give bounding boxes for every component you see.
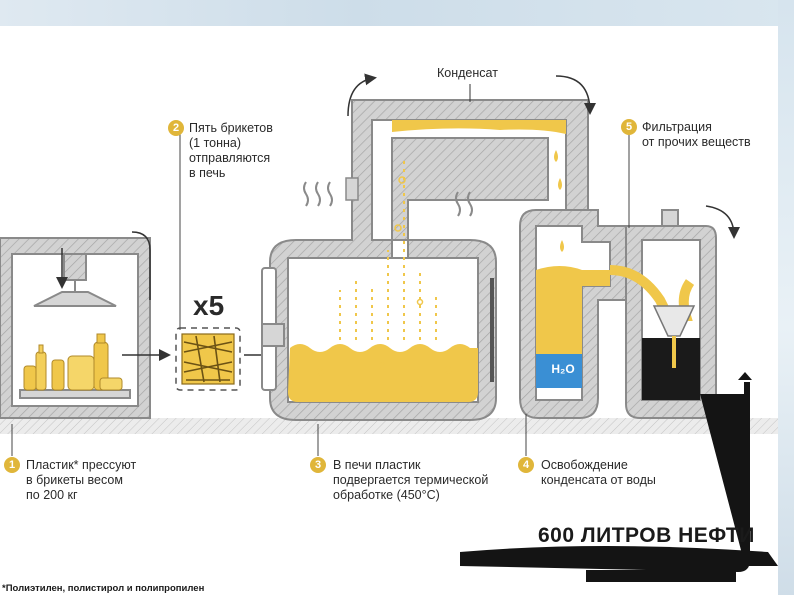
furnace bbox=[261, 99, 589, 421]
heat-waves bbox=[303, 181, 473, 217]
separator-oil bbox=[536, 266, 610, 354]
vapor-streams bbox=[339, 160, 437, 340]
step-1-text: Пластик* прессуют в брикеты весом по 200… bbox=[26, 458, 137, 502]
step-1-badge: 1 bbox=[4, 457, 20, 473]
step-3-badge: 3 bbox=[310, 457, 326, 473]
water-label: H₂O bbox=[551, 362, 575, 376]
step-5-text: Фильтрация от прочих веществ bbox=[642, 120, 751, 149]
step-2-text: Пять брикетов (1 тонна) отправляются в п… bbox=[189, 121, 273, 180]
filter-arrow bbox=[705, 205, 740, 239]
frame-top-strip bbox=[0, 0, 794, 26]
condensate-label: Конденсат bbox=[437, 66, 498, 80]
condensate-arrow-right bbox=[555, 75, 596, 115]
filter-tank bbox=[609, 209, 717, 419]
callout-lines bbox=[11, 132, 630, 456]
ground-strip bbox=[0, 418, 778, 434]
step-4-badge: 4 bbox=[518, 457, 534, 473]
step-2-badge: 2 bbox=[168, 120, 184, 136]
bubbles bbox=[316, 176, 452, 392]
step-4-text: Освобождение конденсата от воды bbox=[541, 458, 656, 487]
step-5-badge: 5 bbox=[621, 119, 637, 135]
press-machine bbox=[0, 231, 151, 419]
oil-output-pipe bbox=[460, 372, 778, 582]
molten-plastic bbox=[288, 344, 478, 402]
condensate-drops bbox=[554, 150, 564, 252]
briquettes-bundle bbox=[175, 327, 241, 391]
frame-right-strip bbox=[778, 0, 794, 595]
oil-yield-label: 600 ЛИТРОВ НЕФТИ bbox=[538, 524, 755, 547]
briquette-multiplier: x5 bbox=[193, 290, 225, 321]
condensate-flow bbox=[392, 120, 566, 134]
plastic-bottles bbox=[23, 333, 123, 391]
separator-water bbox=[536, 354, 582, 388]
condensate-arrow-left bbox=[347, 73, 377, 117]
footnote: *Полиэтилен, полистирол и полипропилен bbox=[2, 583, 205, 594]
step-3-text: В печи пластик подвергается термической … bbox=[333, 458, 489, 502]
